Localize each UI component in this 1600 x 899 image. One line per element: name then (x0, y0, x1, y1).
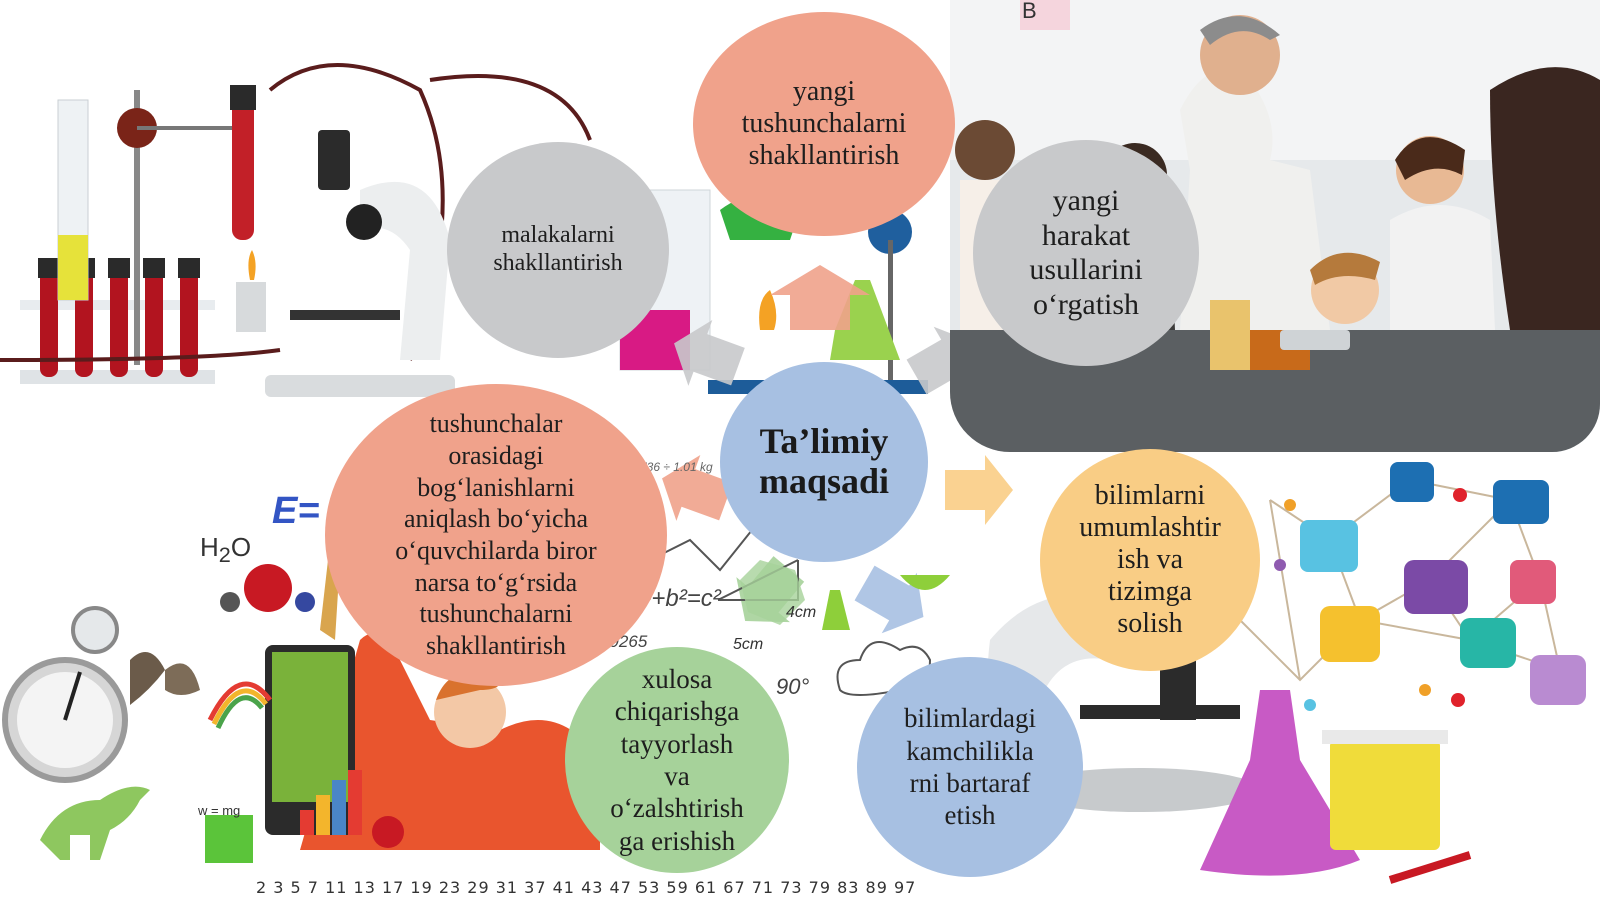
node-line: shakllantirish (748, 140, 900, 172)
length-5cm: 5cm (733, 636, 764, 653)
node-line: bog‘lanishlarni (417, 472, 575, 502)
node-line: tushunchalarni (741, 107, 907, 139)
node-line: shakllantirish (493, 250, 623, 276)
node-line: tayyorlash (620, 728, 734, 759)
node-line: yangi (792, 75, 856, 107)
green-star-shape (740, 560, 805, 625)
node-line: o‘zalshtirish (610, 793, 744, 824)
node-line: bilimlarni (1094, 479, 1206, 511)
node-line: tizimga (1108, 576, 1192, 608)
node-line: solish (1117, 608, 1183, 640)
node-line: o‘rgatish (1032, 287, 1140, 321)
node-line: tushunchalarni (419, 599, 573, 629)
node-skills: malakalarni shakllantirish (447, 142, 669, 358)
node-line: orasidagi (448, 440, 544, 470)
scale-text: 736 ÷ 1.01 kg (640, 460, 713, 474)
network-nodes (1274, 462, 1586, 711)
formula-o: O (230, 532, 252, 562)
node-line: ga erishish (618, 825, 736, 856)
formula-energy: E= (272, 490, 320, 532)
formula-h: H (200, 532, 219, 562)
node-line: bilimlardagi (904, 703, 1036, 734)
center-line: Ta’limiy (759, 421, 889, 462)
angle-90: 90° (776, 674, 810, 699)
kid-illustration (2, 560, 600, 863)
node-line: xulosa (641, 663, 713, 694)
green-flask (822, 590, 850, 630)
node-line: o‘quvchilarda biror (395, 536, 597, 565)
node-line: va (664, 761, 690, 791)
node-line: narsa to‘g‘rsida (414, 567, 578, 597)
formula-wmg: w = mg (198, 803, 241, 818)
node-line: shakllantirish (425, 631, 567, 661)
node-line: yangi (1052, 184, 1120, 217)
node-fix-gaps: bilimlardagi kamchilikla rni bartaraf et… (857, 657, 1083, 877)
test-tube-rack (20, 258, 215, 384)
node-new-concepts: yangi tushunchalarni shakllantirish (693, 12, 955, 236)
node-line: harakat (1041, 218, 1131, 252)
formula-water: H2O (200, 532, 251, 568)
node-line: etish (944, 800, 996, 831)
node-line: kamchilikla (906, 735, 1034, 766)
node-new-methods: yangi harakat usullarini o‘rgatish (973, 140, 1199, 366)
formula-sub2: 2 (218, 542, 231, 568)
node-line: umumlashtir (1079, 511, 1221, 543)
prime-number-row: 2 3 5 7 11 13 17 19 23 29 31 37 41 43 47… (256, 878, 917, 897)
node-line: usullarini (1029, 253, 1143, 286)
node-generalize-knowledge: bilimlarni umumlashtir ish va tizimga so… (1040, 449, 1260, 671)
node-concept-links: tushunchalar orasidagi bog‘lanishlarni a… (325, 384, 667, 686)
graduated-cylinder (57, 99, 89, 301)
node-conclusions: xulosa chiqarishga tayyorlash va o‘zalsh… (565, 647, 789, 873)
node-line: tushunchalar (429, 409, 563, 439)
center-line: maqsadi (758, 461, 890, 501)
node-line: ish va (1116, 543, 1184, 575)
green-bowl (900, 575, 950, 590)
node-line: aniqlash bo‘yicha (403, 504, 589, 534)
node-line: rni bartaraf (909, 768, 1031, 798)
node-line: malakalarni (501, 222, 615, 249)
length-4cm: 4cm (786, 604, 817, 621)
label-tag: B (1022, 0, 1037, 23)
node-center-goal: Ta’limiy maqsadi (720, 362, 928, 562)
retort-stand (117, 85, 266, 365)
microscope (265, 130, 455, 397)
node-line: chiqarishga (614, 696, 740, 727)
